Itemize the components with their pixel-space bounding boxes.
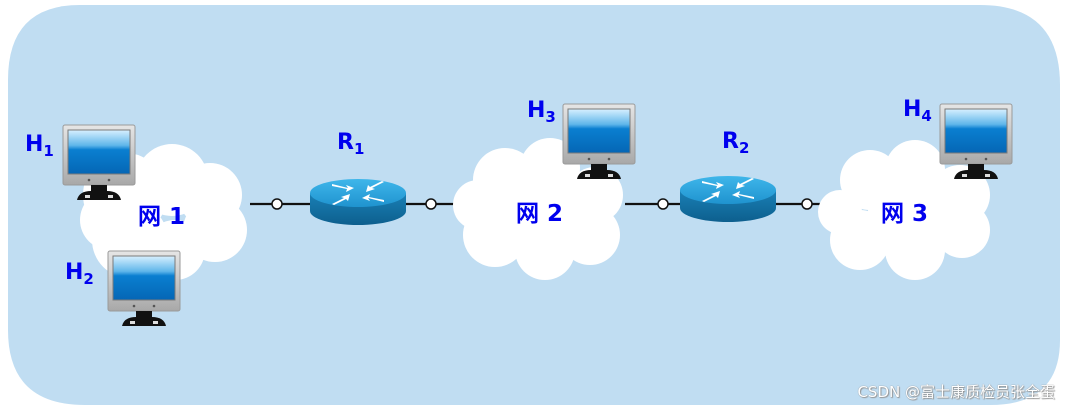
watermark: CSDN @富士康质检员张全蛋 — [857, 383, 1055, 401]
host-letter: H — [527, 98, 546, 123]
network-label-net1: 网 1 — [138, 204, 186, 230]
links — [250, 198, 822, 210]
network-label-net2: 网 2 — [516, 201, 564, 227]
interface-r2-net3 — [801, 198, 813, 210]
router-subscript: 1 — [353, 140, 365, 158]
cloud-net3 — [818, 140, 990, 280]
host-letter: H — [903, 97, 922, 122]
cloud-net2 — [453, 138, 623, 280]
interface-r1-net2 — [425, 198, 437, 210]
host-label-h3: H3 — [527, 98, 556, 126]
host-letter: H — [25, 132, 44, 157]
host-label-h1: H1 — [25, 132, 54, 160]
interface-r2-net2 — [657, 198, 669, 210]
host-subscript: 2 — [83, 270, 94, 288]
interface-r1-net1 — [271, 198, 283, 210]
router-subscript: 2 — [738, 139, 750, 157]
host-subscript: 3 — [545, 108, 556, 126]
host-label-h2: H2 — [65, 260, 94, 288]
router-r1-icon — [310, 179, 406, 225]
router-letter: R — [722, 129, 739, 154]
host-label-h4: H4 — [903, 97, 932, 125]
host-letter: H — [65, 260, 84, 285]
router-label-r1: R1 — [337, 130, 364, 158]
host-subscript: 4 — [921, 107, 932, 125]
network-label-net3: 网 3 — [881, 201, 929, 227]
host-subscript: 1 — [43, 142, 54, 160]
router-letter: R — [337, 130, 354, 155]
router-label-r2: R2 — [722, 129, 749, 157]
router-r2-icon — [680, 176, 776, 222]
